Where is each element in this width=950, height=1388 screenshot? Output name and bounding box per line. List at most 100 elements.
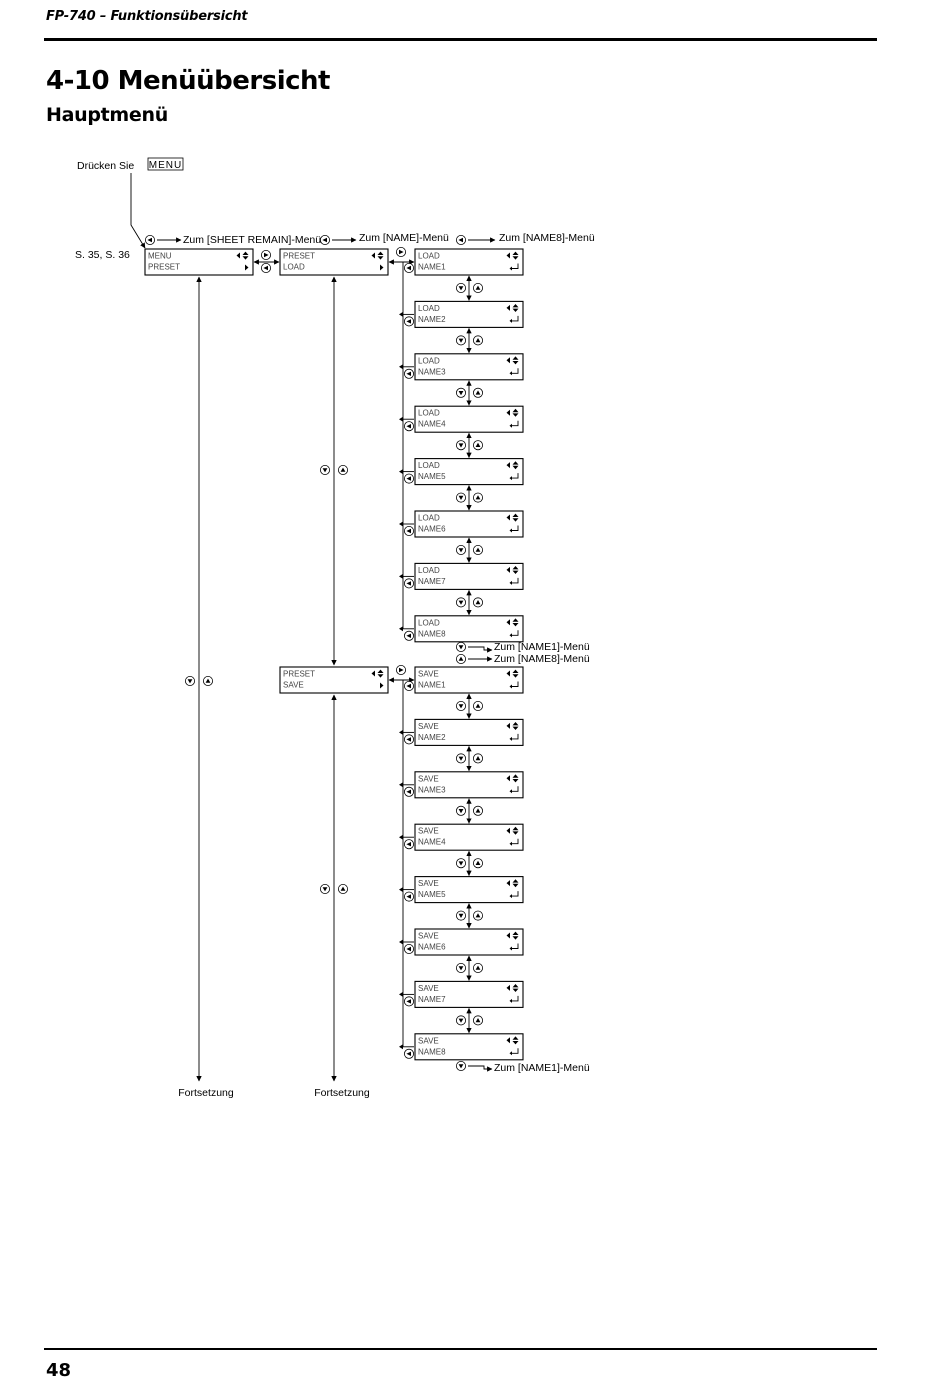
up-down-arrows-icon (512, 518, 519, 522)
back-arrow-head (399, 626, 403, 632)
up-down-arrows-icon (377, 674, 384, 678)
lcd-line-2: LOAD (283, 263, 305, 272)
lcd-display: LOAD NAME2 (414, 300, 524, 328)
key-arrow (458, 656, 464, 661)
up-key-icon (472, 597, 483, 608)
press-label: Drücken Sie (77, 160, 134, 172)
lcd-display: SAVE NAME8 (414, 1033, 524, 1061)
link-name: Zum [NAME]-Menü (359, 232, 449, 244)
left-triangle-icon (506, 514, 510, 521)
lcd-line-2: NAME7 (418, 995, 446, 1004)
right-triangle-icon (380, 682, 384, 689)
up-down-arrows-icon (512, 408, 519, 413)
lcd-line-1: SAVE (418, 774, 439, 783)
key-arrow (458, 913, 464, 918)
lcd-display: SAVE NAME6 (414, 928, 524, 956)
left-triangle-icon (506, 462, 510, 469)
left-triangle-icon (236, 252, 240, 259)
menu-key-label: MENU (149, 160, 182, 171)
down-key-icon (455, 440, 466, 451)
up-key-icon (337, 884, 348, 895)
back-arrow-head (399, 887, 403, 893)
right-triangle-icon (380, 264, 384, 271)
key-arrow (458, 1064, 464, 1069)
lcd-line-1: SAVE (418, 932, 439, 941)
left-key-icon (403, 578, 414, 589)
up-key-icon (472, 492, 483, 503)
back-arrow-head (399, 834, 403, 840)
enter-icon (512, 995, 519, 1002)
up-down-arrows-icon (512, 669, 519, 673)
lcd-frame (414, 718, 524, 746)
lcd-line-1: SAVE (418, 879, 439, 888)
key-arrow (475, 965, 481, 970)
enter-icon (512, 263, 519, 269)
left-triangle-icon (506, 619, 510, 626)
left-key-icon (455, 234, 466, 245)
up-key-icon (202, 676, 213, 687)
up-key-icon (472, 963, 483, 974)
up-key-icon (337, 464, 348, 475)
up-down-arrows-icon (512, 251, 519, 255)
left-key-icon (403, 1048, 414, 1059)
up-key-icon (472, 1015, 483, 1026)
back-arrow-head (399, 311, 403, 317)
back-arrow-head (399, 1044, 403, 1050)
lcd-line-2: NAME8 (418, 1047, 446, 1056)
left-key-icon (403, 734, 414, 745)
key-arrow (475, 1018, 481, 1023)
lcd-line-2: NAME6 (418, 525, 446, 534)
lcd-frame (414, 405, 524, 433)
lcd-line-2: NAME1 (418, 681, 446, 690)
left-key-icon (403, 368, 414, 379)
lcd-line-1: LOAD (418, 461, 440, 470)
lcd-line-1: SAVE (418, 1036, 439, 1045)
link-arrow (468, 646, 493, 653)
lcd-line-2: NAME2 (418, 315, 446, 324)
left-key-icon (260, 262, 271, 273)
left-key-icon (403, 891, 414, 902)
enter-icon (512, 420, 519, 427)
left-triangle-icon (506, 827, 510, 834)
enter-icon (512, 786, 519, 792)
key-arrow (475, 338, 481, 343)
enter-icon (512, 630, 519, 636)
key-arrow (458, 391, 464, 396)
key-arrow (406, 789, 411, 794)
up-down-arrows-icon (512, 779, 519, 783)
left-triangle-icon (371, 252, 375, 259)
up-key-icon (472, 440, 483, 451)
up-down-arrows-icon (512, 883, 519, 888)
enter-icon (509, 423, 512, 428)
key-arrow (399, 667, 404, 673)
enter-icon (512, 1048, 519, 1054)
lcd-line-1: LOAD (418, 304, 440, 313)
menu-to-display-arrow (130, 173, 146, 249)
key-arrow (475, 808, 481, 813)
up-down-arrows-icon (512, 461, 519, 465)
lcd-frame (279, 248, 389, 276)
up-down-arrows-icon (512, 988, 519, 992)
lcd-frame (414, 458, 524, 486)
lcd-line-2: SAVE (283, 681, 304, 690)
key-arrow (340, 886, 346, 891)
up-down-arrows-icon (377, 251, 384, 255)
lcd-line-1: LOAD (418, 252, 440, 261)
lcd-frame (279, 666, 389, 694)
down-key-icon (319, 464, 330, 475)
key-arrow (458, 338, 464, 343)
key-arrow (458, 237, 463, 243)
up-key-icon (472, 910, 483, 921)
up-down-arrows-icon (512, 931, 519, 935)
lcd-line-2: NAME6 (418, 943, 446, 952)
lcd-frame (414, 510, 524, 538)
